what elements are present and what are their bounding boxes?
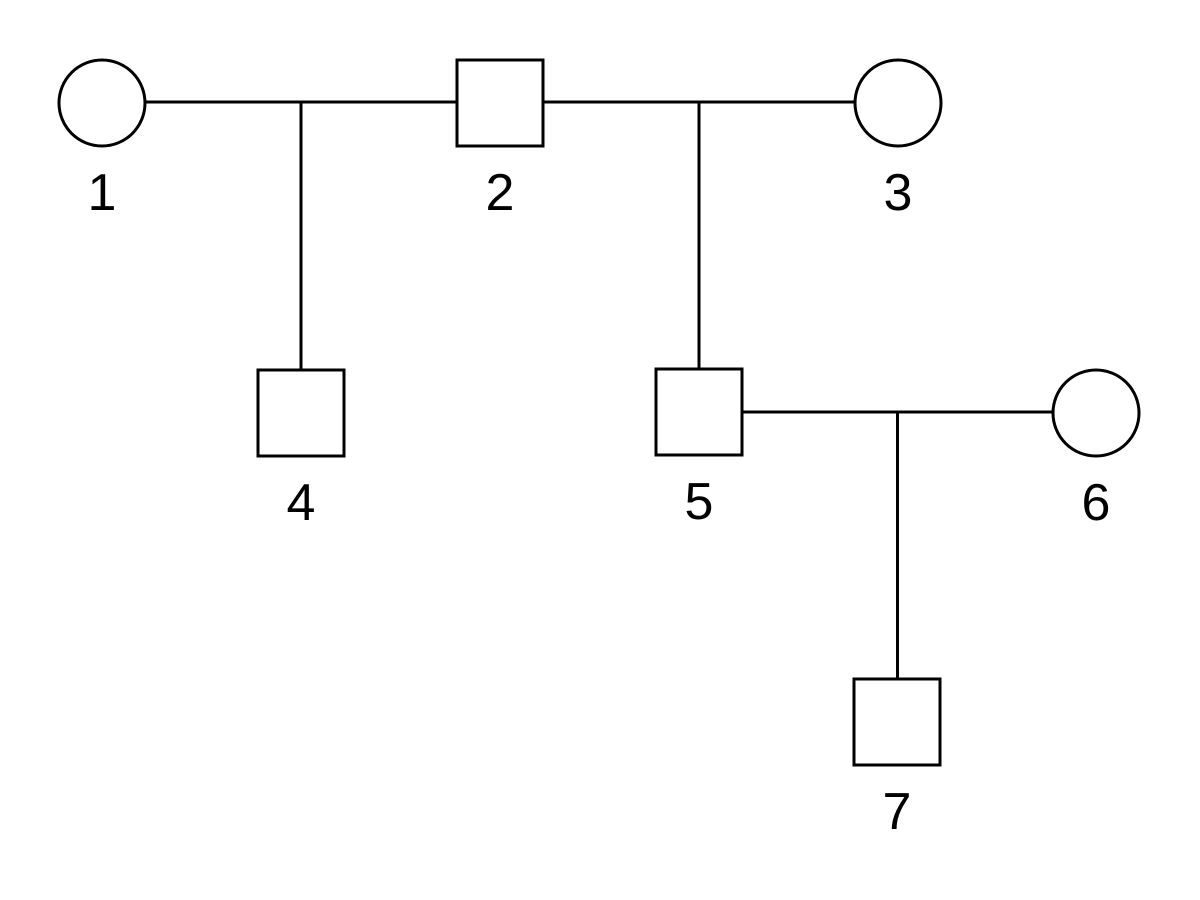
- individual-label-3: 3: [884, 164, 913, 222]
- individual-label-6: 6: [1082, 474, 1111, 532]
- female-circle-symbol-1: [57, 58, 147, 148]
- female-circle-symbol-3: [853, 58, 943, 148]
- male-square-symbol-5: [654, 367, 744, 457]
- individual-label-4: 4: [287, 474, 316, 532]
- individual-label-1: 1: [88, 164, 117, 222]
- male-square-symbol-4: [256, 368, 346, 458]
- individual-label-7: 7: [883, 783, 912, 841]
- male-square-symbol-2: [455, 58, 545, 148]
- male-square-symbol-7: [852, 677, 942, 767]
- individual-label-2: 2: [486, 164, 515, 222]
- female-circle-symbol-6: [1051, 368, 1141, 458]
- individual-label-5: 5: [685, 473, 714, 531]
